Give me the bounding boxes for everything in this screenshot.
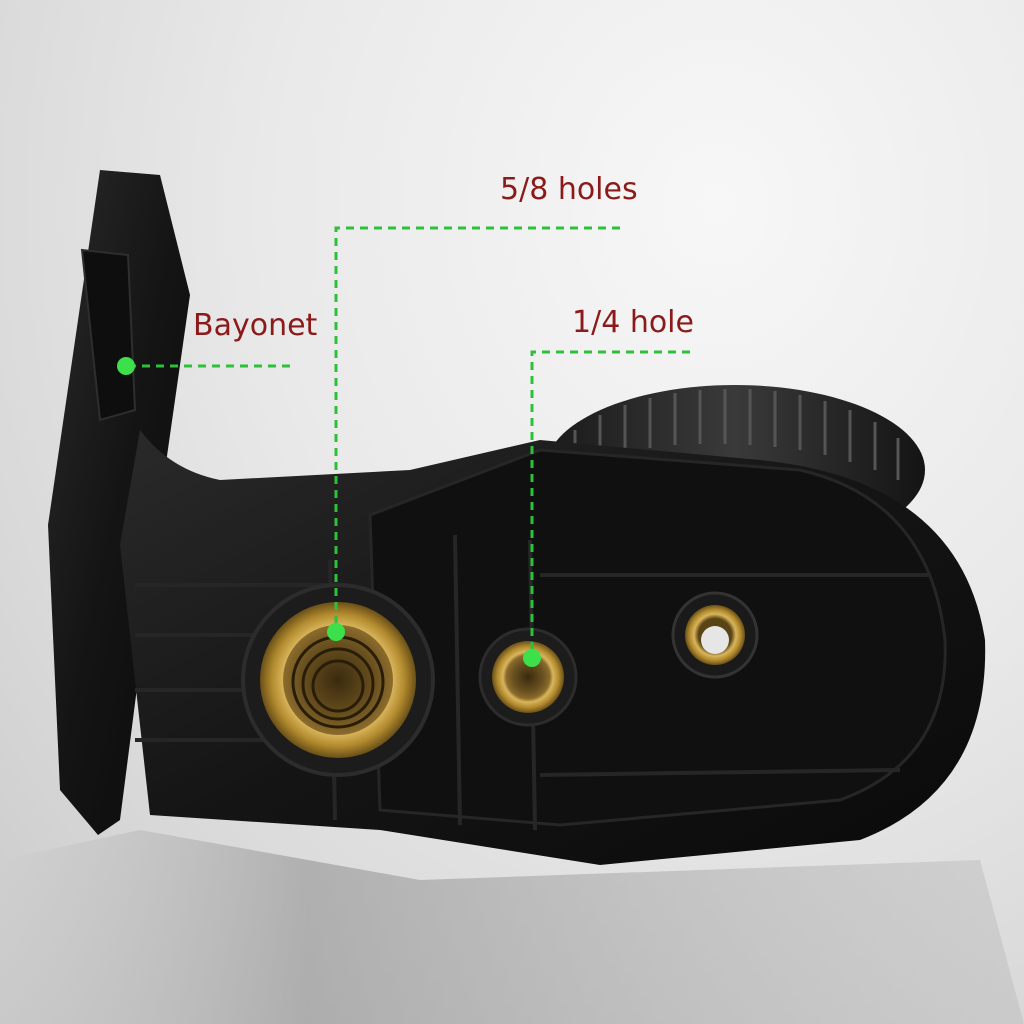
floor-shadow: [0, 830, 1024, 1024]
five-eighths-insert: [241, 583, 435, 777]
label-bayonet: Bayonet: [193, 308, 318, 343]
bayonet-plate: [48, 170, 190, 835]
label-five-eighths-holes: 5/8 holes: [500, 172, 638, 207]
label-quarter-hole: 1/4 hole: [572, 305, 694, 340]
leader-line-quarter: [530, 350, 690, 658]
quarter-insert: [478, 627, 578, 727]
leader-line-five-eighths: [334, 226, 620, 632]
quarter-marker-icon: [523, 649, 541, 667]
five-eighths-marker-icon: [327, 623, 345, 641]
bayonet-marker-icon: [117, 357, 135, 375]
pivot-bushing: [671, 591, 759, 679]
